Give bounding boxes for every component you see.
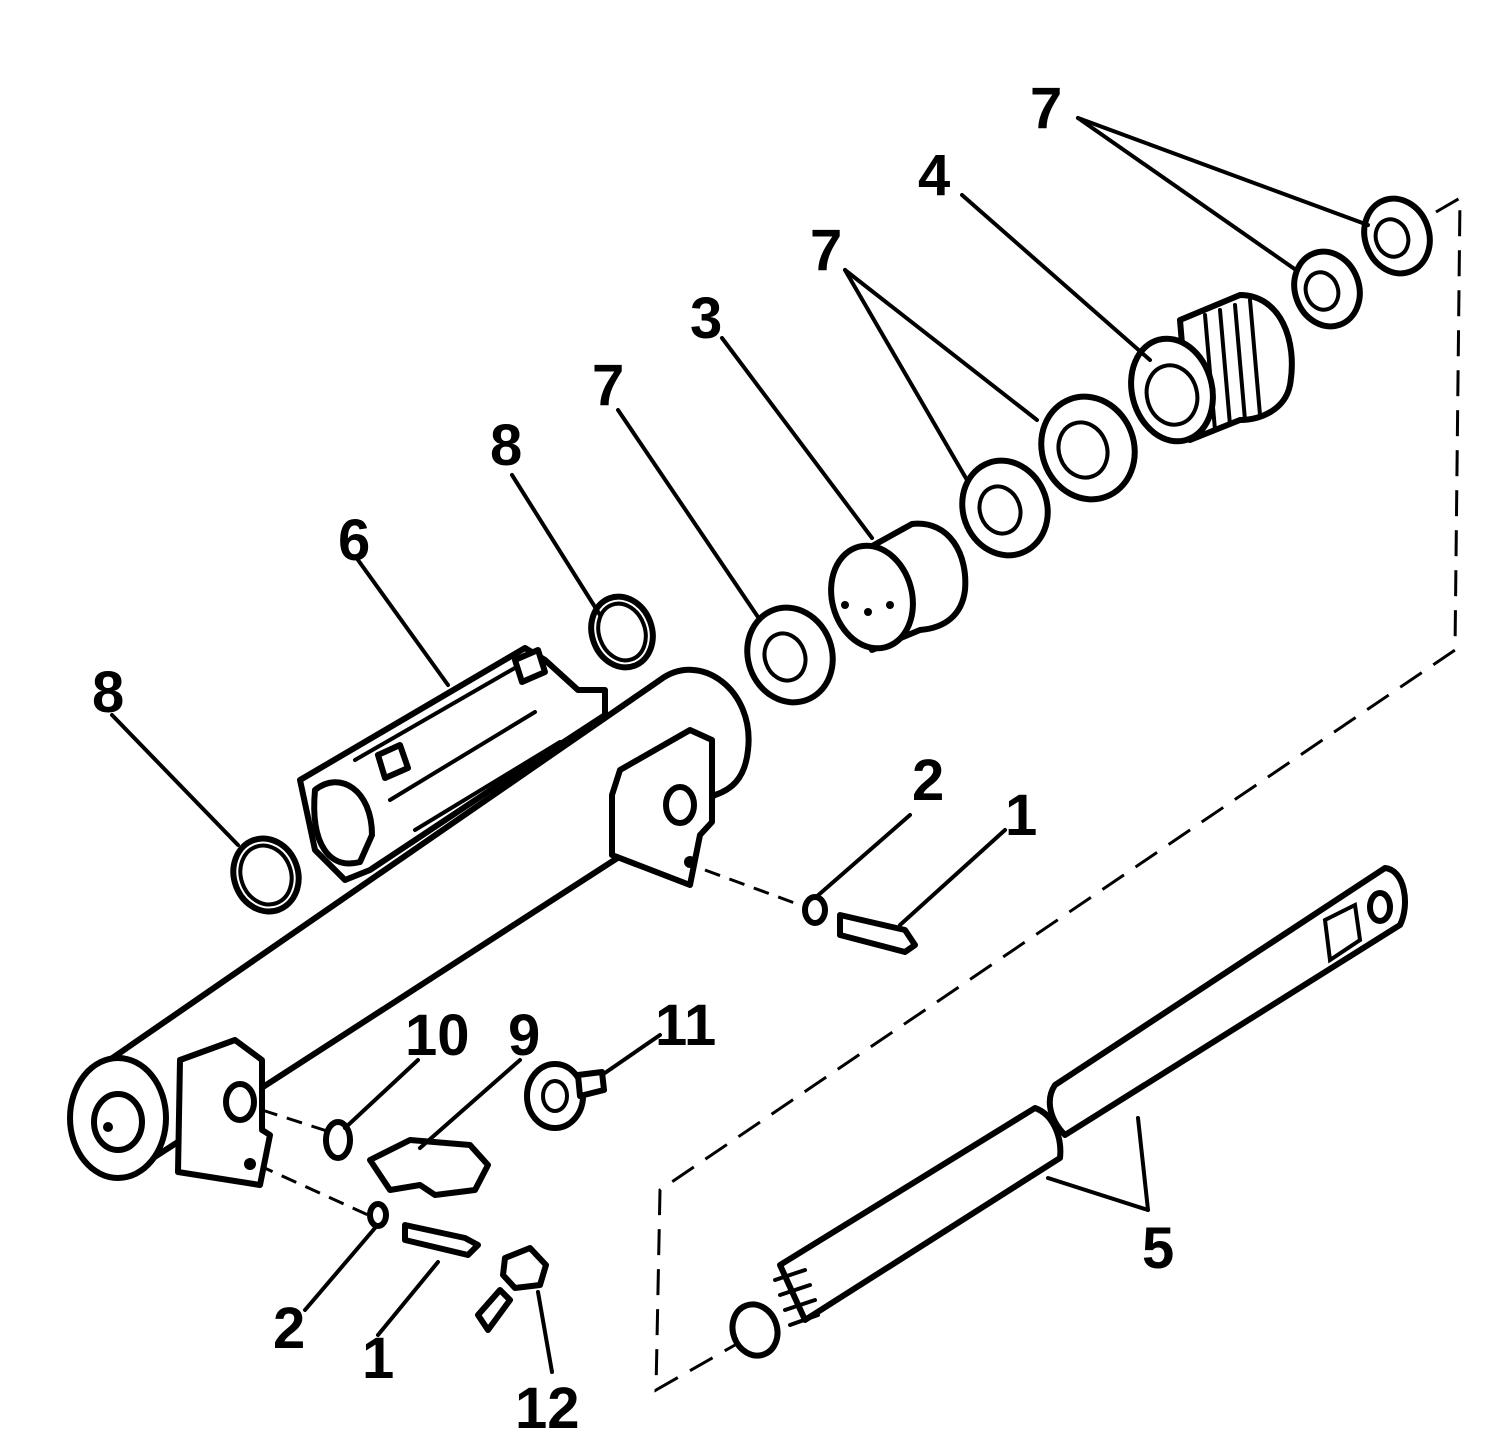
callout-9: 9	[508, 1003, 540, 1068]
callout-2-upper: 2	[912, 748, 944, 813]
o-rings-8	[230, 593, 656, 915]
callout-8-left: 8	[92, 660, 124, 725]
gland-nut-4	[1128, 292, 1295, 445]
callout-11: 11	[655, 993, 716, 1058]
seals-7	[744, 195, 1433, 706]
callout-1-upper: 1	[1005, 783, 1037, 848]
callouts: 7 4 7 3 7 8 6 8 2 1 10 9 11 5 2 1 12	[92, 76, 1174, 1441]
piston-3	[828, 520, 969, 653]
callout-4: 4	[918, 143, 950, 208]
callout-12: 12	[515, 1376, 580, 1441]
assembly-dashed-lines	[257, 195, 1462, 1393]
cylinder-body	[67, 666, 752, 1188]
leader-lines	[110, 116, 1370, 1374]
callout-3: 3	[690, 286, 722, 351]
callout-5: 5	[1142, 1216, 1174, 1281]
callout-6: 6	[338, 508, 370, 573]
callout-7-top: 7	[1030, 76, 1062, 141]
callout-7-middle: 7	[810, 218, 842, 283]
callout-1-lower: 1	[362, 1326, 394, 1391]
piston-rod-5	[729, 865, 1408, 1359]
callout-7-left: 7	[592, 353, 624, 418]
callout-10: 10	[405, 1003, 470, 1068]
bracket-6	[297, 645, 608, 883]
callout-2-lower: 2	[273, 1296, 305, 1361]
callout-8-upper: 8	[490, 413, 522, 478]
